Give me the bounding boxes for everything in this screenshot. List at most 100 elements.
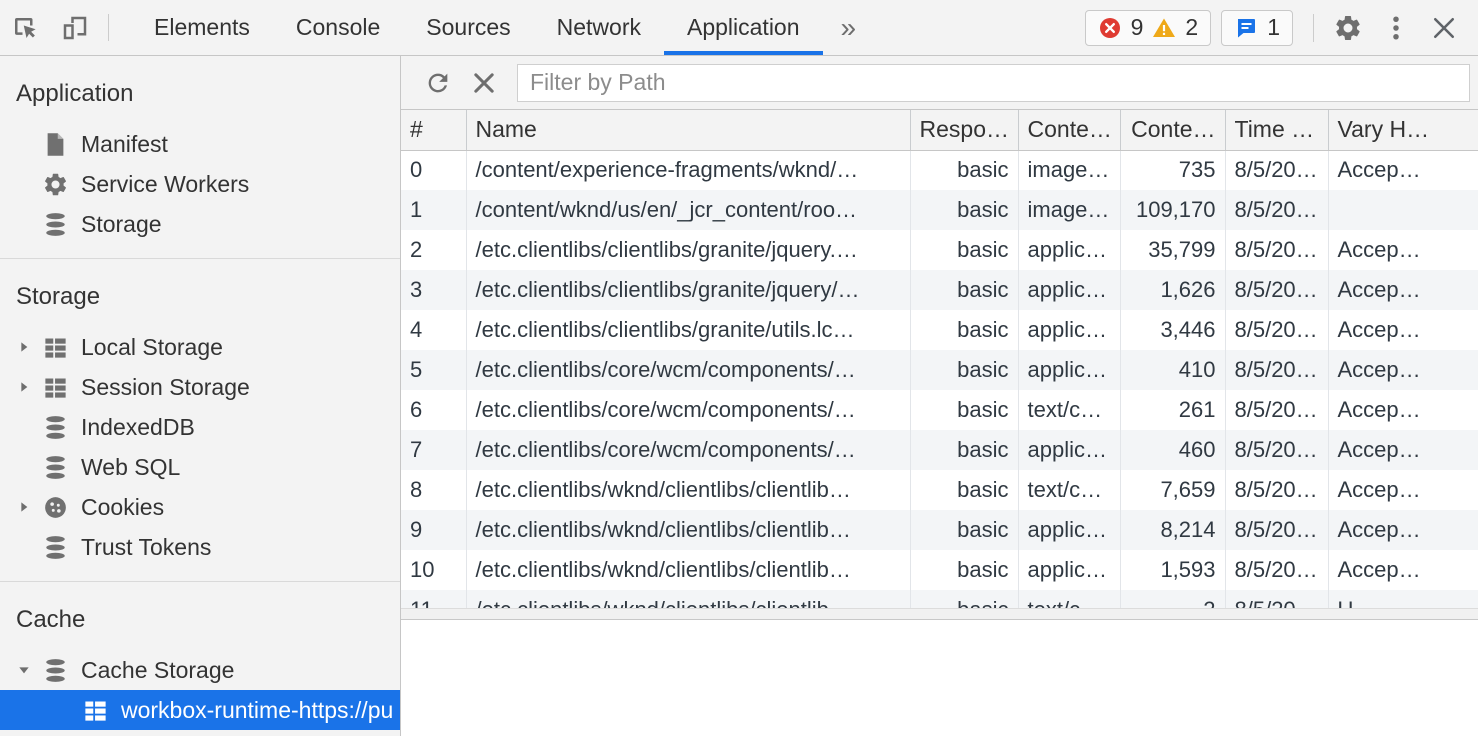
table-cell: text/c… [1017,470,1120,510]
expand-arrow-icon[interactable] [16,337,42,357]
sidebar-item-cache-storage[interactable]: Cache Storage [0,650,400,690]
table-row[interactable]: 4/etc.clientlibs/clientlibs/granite/util… [401,310,1478,350]
cache-toolbar [401,56,1478,110]
delete-selected-button[interactable] [461,60,507,106]
column-header-0[interactable]: # [401,110,466,151]
refresh-button[interactable] [415,60,461,106]
column-header-1[interactable]: Name [465,110,910,151]
sidebar-item-manifest[interactable]: Manifest [0,124,400,164]
kebab-icon [1381,13,1411,43]
table-row[interactable]: 7/etc.clientlibs/core/wcm/components/…ba… [401,430,1478,470]
sidebar-item-trust-tokens[interactable]: Trust Tokens [0,527,400,567]
table-cell: basic [909,190,1018,230]
table-cell: Accep… [1327,390,1478,430]
table-cell: 8/5/20… [1224,270,1328,310]
close-devtools-button[interactable] [1420,0,1468,55]
table-row[interactable]: 9/etc.clientlibs/wknd/clientlibs/clientl… [401,510,1478,550]
device-toolbar-button[interactable] [50,0,100,55]
table-cell: applic… [1017,350,1120,390]
table-cell: basic [909,510,1018,550]
table-cell: /etc.clientlibs/wknd/clientlibs/clientli… [465,550,910,590]
panel-tabs: Elements Console Sources Network Application [131,0,823,55]
more-tabs-button[interactable]: » [840,11,857,43]
sidebar-item-storage[interactable]: Storage [0,204,400,244]
table-row[interactable]: 1/content/wknd/us/en/_jcr_content/roo…ba… [401,190,1478,230]
tab-network[interactable]: Network [556,14,641,40]
sidebar-item-indexeddb[interactable]: IndexedDB [0,407,400,447]
filter-by-path-input[interactable] [517,63,1470,102]
expand-arrow-icon[interactable] [16,377,42,397]
collapse-arrow-icon[interactable] [16,660,42,680]
issues-icon [1234,16,1258,40]
table-cell: 460 [1119,430,1225,470]
table-cell: 8 [410,477,423,502]
sidebar-item-web-sql[interactable]: Web SQL [0,447,400,487]
table-cell: /etc.clientlibs/clientlibs/granite/jquer… [465,270,910,310]
horizontal-scrollbar[interactable] [401,608,1478,620]
table-row[interactable]: 6/etc.clientlibs/core/wcm/components/…ba… [401,390,1478,430]
close-icon [1430,14,1458,42]
table-icon [42,374,69,401]
table-row[interactable]: 8/etc.clientlibs/wknd/clientlibs/clientl… [401,470,1478,510]
database-icon [42,534,69,561]
cache-entry-preview-pane [401,620,1478,736]
sidebar-item-session-storage[interactable]: Session Storage [0,367,400,407]
sidebar-item-application-cache[interactable]: Application Cache [0,730,400,736]
table-cell: 8/5/20… [1224,390,1328,430]
sidebar-item-local-storage[interactable]: Local Storage [0,327,400,367]
table-row[interactable]: 0/content/experience-fragments/wknd/…bas… [401,150,1478,190]
table-cell: basic [909,390,1018,430]
table-cell: 3,446 [1119,310,1225,350]
sidebar-item-service-workers[interactable]: Service Workers [0,164,400,204]
table-cell: image… [1017,190,1120,230]
table-cell: 8/5/20… [1224,150,1328,190]
expand-arrow-icon[interactable] [16,497,42,517]
column-header-5[interactable]: Time … [1224,110,1328,151]
clear-icon [470,69,498,97]
table-cell: 10 [410,557,435,582]
issues-badge[interactable]: 1 [1221,9,1293,46]
table-cell: 8/5/20… [1224,230,1328,270]
tab-elements[interactable]: Elements [154,14,250,40]
table-cell: 6 [410,397,423,422]
menu-button[interactable] [1372,0,1420,55]
table-cell: U… [1327,590,1478,608]
table-cell: 0 [410,157,423,183]
table-cell: applic… [1017,310,1120,350]
column-header-3[interactable]: Conte… [1017,110,1120,151]
table-cell: basic [909,150,1018,190]
tab-sources[interactable]: Sources [426,14,511,40]
sidebar-item-cookies[interactable]: Cookies [0,487,400,527]
table-row[interactable]: 2/etc.clientlibs/clientlibs/granite/jque… [401,230,1478,270]
table-cell: basic [909,310,1018,350]
table-cell: 5 [401,350,466,390]
console-errors-warnings-badge[interactable]: 9 2 [1084,9,1212,46]
table-row[interactable]: 10/etc.clientlibs/wknd/clientlibs/client… [401,550,1478,590]
table-cell: 261 [1119,390,1225,430]
table-row[interactable]: 5/etc.clientlibs/core/wcm/components/…ba… [401,350,1478,390]
tab-application[interactable]: Application [664,0,823,55]
sidebar-section-title: Cache [16,606,86,633]
table-cell: text/c… [1017,390,1120,430]
tab-console[interactable]: Console [295,14,381,40]
warning-count: 2 [1185,14,1199,40]
table-cell: applic… [1017,270,1120,310]
settings-button[interactable] [1324,0,1372,55]
column-header-6[interactable]: Vary H… [1327,110,1478,151]
inspect-element-button[interactable] [0,0,50,55]
table-row[interactable]: 3/etc.clientlibs/clientlibs/granite/jque… [401,270,1478,310]
sidebar-item-workbox-runtime-https-pu[interactable]: workbox-runtime-https://pu [0,690,400,730]
toolbar-separator [1313,13,1314,42]
table-row[interactable]: 11/etc.clientlibs/wknd/clientlibs/client… [401,590,1478,608]
table-cell: 35,799 [1119,230,1225,270]
column-header-2[interactable]: Respo… [909,110,1018,151]
refresh-icon [424,69,452,97]
column-header-4[interactable]: Conte… [1119,110,1225,151]
table-cell: Accep… [1327,310,1478,350]
table-cell: 8,214 [1119,510,1225,550]
table-cell: 1,593 [1119,550,1225,590]
devtools-toolbar: Elements Console Sources Network Application… [0,0,1478,56]
table-cell: 2 [410,237,423,262]
table-cell: basic [909,350,1018,390]
